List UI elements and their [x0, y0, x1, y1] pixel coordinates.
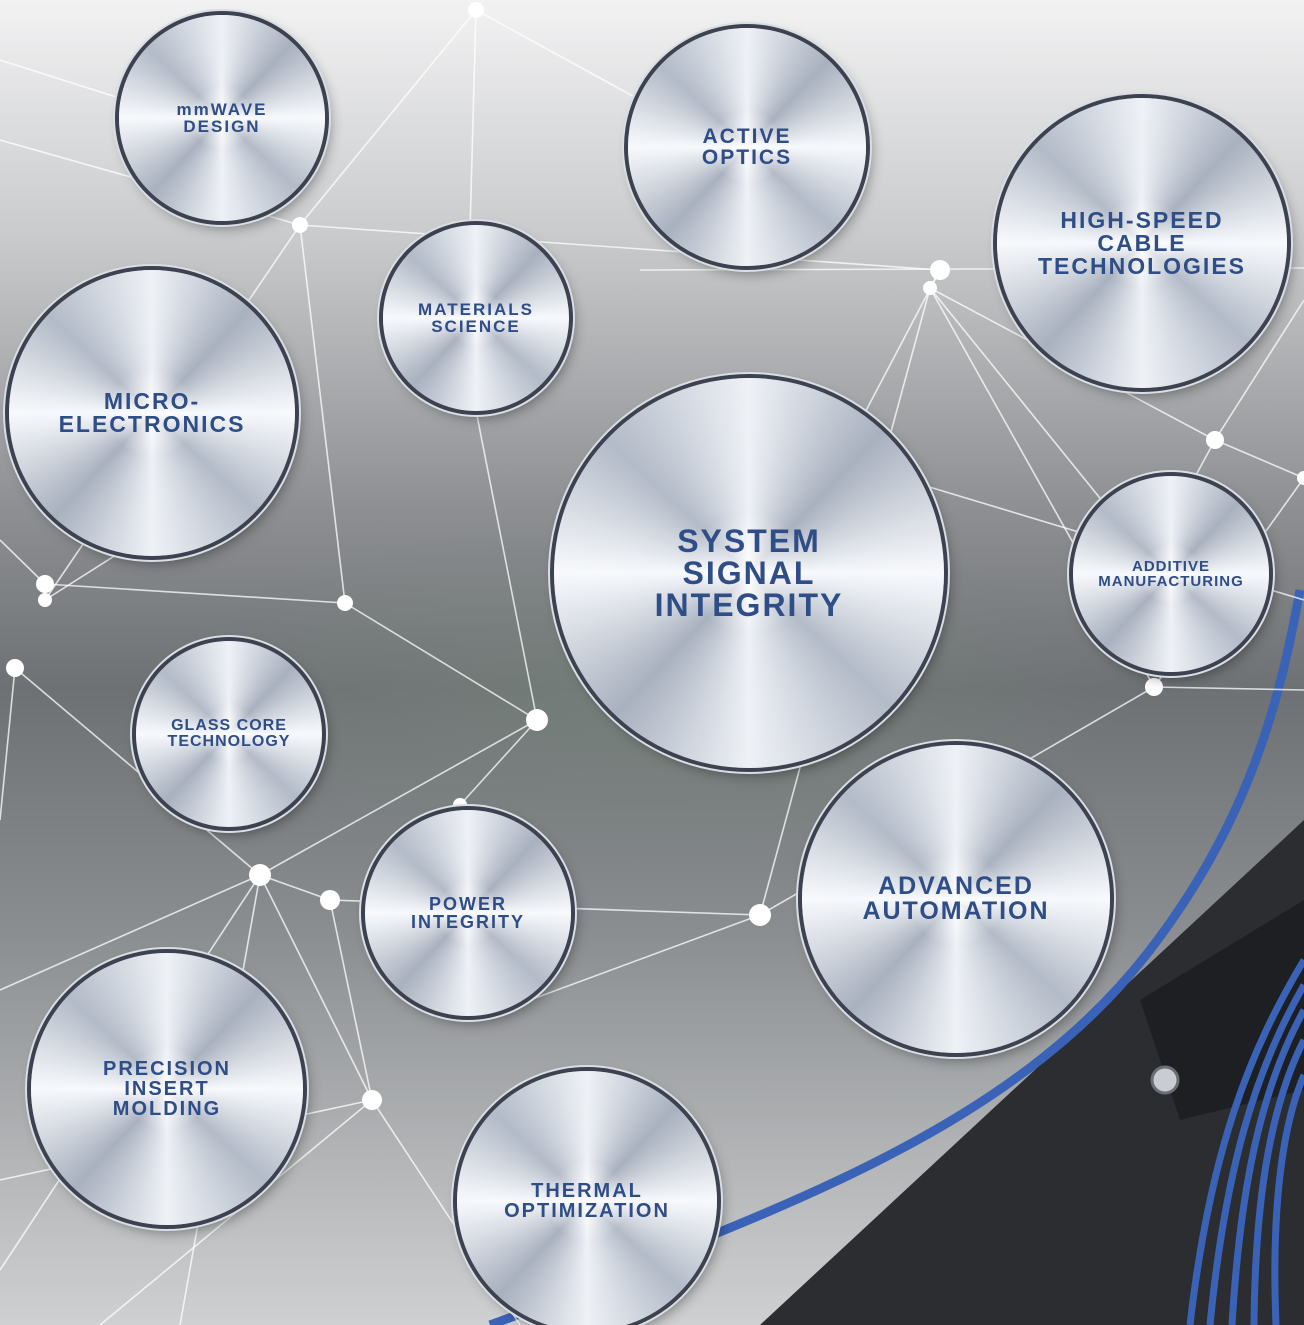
node-label: MICRO- ELECTRONICS	[58, 388, 246, 437]
node-label: mmWAVE DESIGN	[176, 100, 268, 136]
hardware-panel	[760, 820, 1304, 1325]
node-power-integrity: POWER INTEGRITY	[365, 810, 571, 1016]
node-thermal-optimization: THERMAL OPTIMIZATION	[457, 1071, 717, 1325]
node-precision-insert-molding: PRECISION INSERT MOLDING	[31, 953, 303, 1225]
node-label: SYSTEM SIGNAL INTEGRITY	[654, 523, 844, 623]
node-high-speed-cable-technologies: HIGH-SPEED CABLE TECHNOLOGIES	[997, 98, 1287, 388]
node-label: POWER INTEGRITY	[410, 894, 525, 932]
node-label: THERMAL OPTIMIZATION	[504, 1180, 670, 1222]
node-label: ADVANCED AUTOMATION	[862, 872, 1050, 925]
screw-icon	[1150, 1065, 1180, 1095]
blue-cable-bundle	[1186, 958, 1304, 1325]
node-materials-science: MATERIALS SCIENCE	[383, 225, 569, 411]
node-mmwave-design: mmWAVE DESIGN	[119, 15, 325, 221]
node-additive-manufacturing: ADDITIVE MANUFACTURING	[1073, 476, 1269, 672]
node-label: PRECISION INSERT MOLDING	[102, 1058, 232, 1120]
node-label: HIGH-SPEED CABLE TECHNOLOGIES	[1037, 206, 1246, 279]
node-glass-core-technology: GLASS CORE TECHNOLOGY	[136, 641, 322, 827]
node-active-optics: ACTIVE OPTICS	[628, 28, 866, 266]
node-label: ADDITIVE MANUFACTURING	[1098, 558, 1244, 590]
node-label: GLASS CORE TECHNOLOGY	[167, 717, 291, 750]
node-micro-electronics: MICRO- ELECTRONICS	[9, 270, 295, 556]
node-advanced-automation: ADVANCED AUTOMATION	[802, 745, 1110, 1053]
node-label: MATERIALS SCIENCE	[418, 300, 534, 336]
node-label: ACTIVE OPTICS	[701, 125, 793, 169]
network-nodes	[6, 2, 1304, 1110]
node-system-signal-integrity: SYSTEM SIGNAL INTEGRITY	[554, 378, 944, 768]
